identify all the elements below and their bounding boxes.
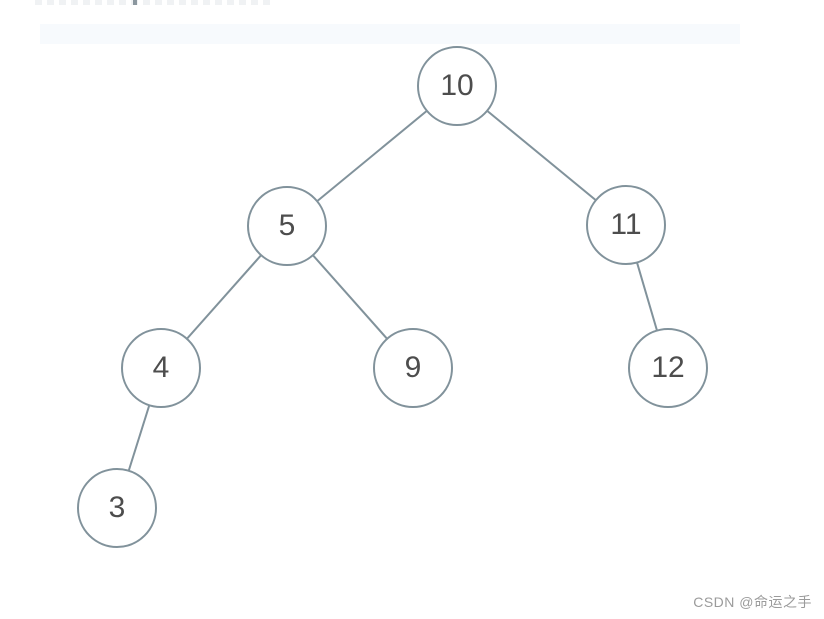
tree-node-9-label: 9 [404,351,422,384]
tree-node-11: 11 [586,185,666,265]
tree-node-4: 4 [121,328,201,408]
faint-highlight-band [40,24,740,44]
tree-node-10-label: 10 [440,69,474,102]
tree-node-10: 10 [417,46,497,126]
cropped-text-fragment [35,0,275,5]
csdn-watermark: CSDN @命运之手 [693,594,812,610]
tree-node-12-label: 12 [651,351,685,384]
tree-node-5-label: 5 [278,209,296,242]
tree-node-3-label: 3 [108,491,126,524]
tree-node-3: 3 [77,468,157,548]
cropped-text-speck [133,0,137,5]
tree-node-4-label: 4 [152,351,170,384]
tree-node-12: 12 [628,328,708,408]
tree-node-5: 5 [247,186,327,266]
tree-node-11-label: 11 [610,208,642,241]
tree-node-9: 9 [373,328,453,408]
